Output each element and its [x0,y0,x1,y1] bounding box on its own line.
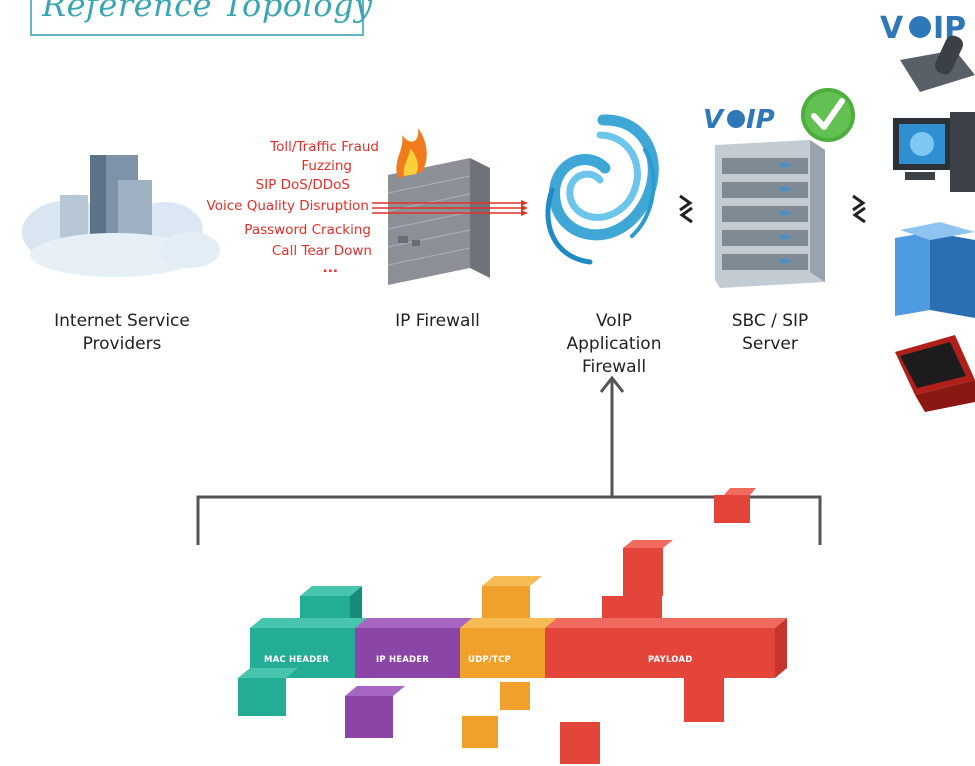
threat-ellipsis: ... [322,260,338,276]
firewall-icon [387,128,490,285]
packet-bracket [196,375,822,545]
server-tower-icon [895,222,975,318]
threat-fuzzing: Fuzzing [301,158,352,174]
voip-phone-icon: V IP [880,11,975,92]
ip-header-label: IP HEADER [376,655,430,665]
attack-arrows [372,200,528,216]
voip-firewall-label: VoIP Application Firewall [566,311,662,377]
udp-tcp-label: UDP/TCP [468,655,511,665]
laptop-icon [895,335,975,412]
checkmark-icon [801,88,855,142]
threat-voice-quality: Voice Quality Disruption [206,198,369,214]
threat-sip-dos: SIP DoS/DDoS [255,177,350,193]
svg-text:V: V [703,105,725,135]
voip-logo-icon: V IP [703,105,775,135]
mac-header-label: MAC HEADER [264,655,330,665]
bidirectional-icon [679,194,866,224]
isp-label: Internet Service Providers [54,311,190,354]
diagram-title: Reference Topology [42,0,373,24]
title-frame [30,0,364,36]
payload-label: PAYLOAD [648,655,693,665]
ip-firewall-label: IP Firewall [395,311,480,331]
packet-blocks [238,488,787,764]
swirl-icon [545,114,659,265]
threat-call-tear-down: Call Tear Down [271,243,372,259]
desktop-computer-icon [893,112,975,192]
sbc-label: SBC / SIP Server [731,311,809,354]
svg-text:IP: IP [746,105,775,135]
svg-text:V: V [880,11,904,46]
server-rack-icon [715,140,825,288]
isp-cloud-icon [22,155,220,277]
threat-toll-fraud: Toll/Traffic Fraud [270,139,379,155]
threat-password-cracking: Password Cracking [244,222,371,238]
